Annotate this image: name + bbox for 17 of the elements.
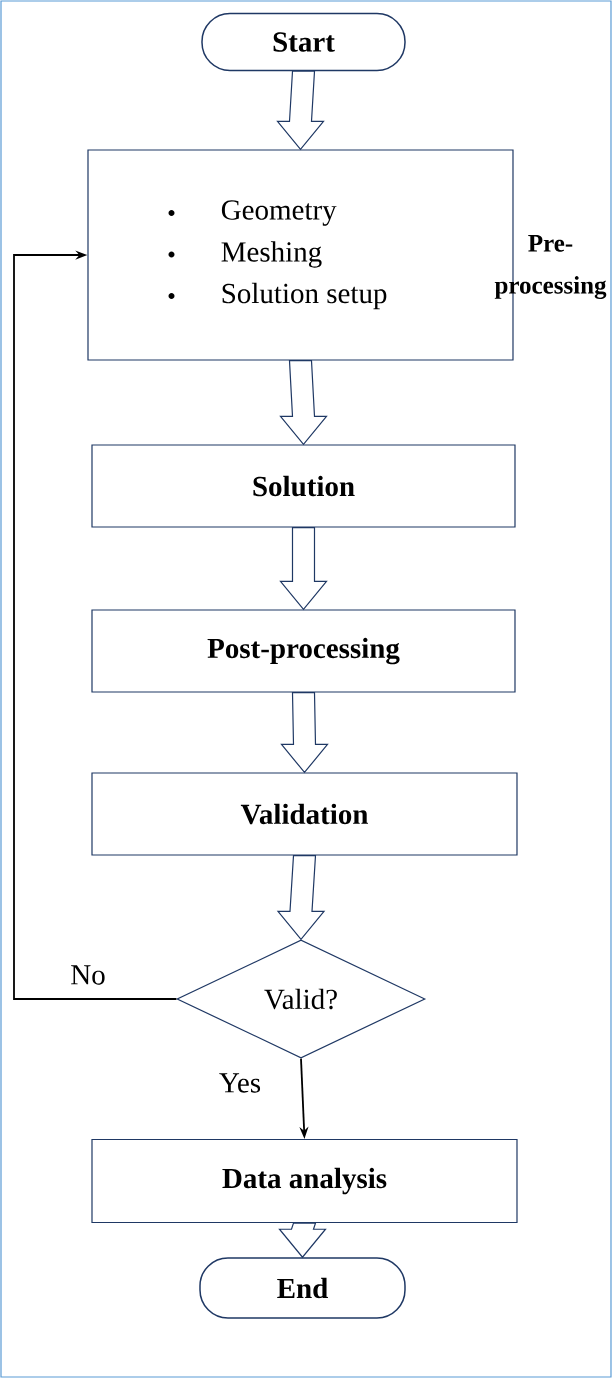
arrow — [13, 250, 178, 1000]
block-arrow — [276, 855, 326, 941]
block-arrow — [279, 360, 328, 446]
list-item: Meshing — [221, 241, 322, 268]
block-arrow — [276, 70, 325, 151]
process-box: Solution — [91, 444, 516, 528]
box-heading: Pre-processing — [494, 235, 607, 299]
process-box: Data analysis — [91, 1138, 518, 1224]
block-arrow — [280, 692, 329, 774]
edge-label: No — [69, 964, 107, 986]
process-box: Validation — [91, 772, 518, 856]
block-arrow — [279, 527, 328, 611]
process-box: Post-processing — [91, 609, 516, 693]
list-item: Geometry — [221, 200, 337, 226]
list-item: Solution setup — [222, 282, 387, 310]
edge-label: Yes — [217, 1072, 263, 1094]
block-arrow — [278, 1222, 327, 1259]
